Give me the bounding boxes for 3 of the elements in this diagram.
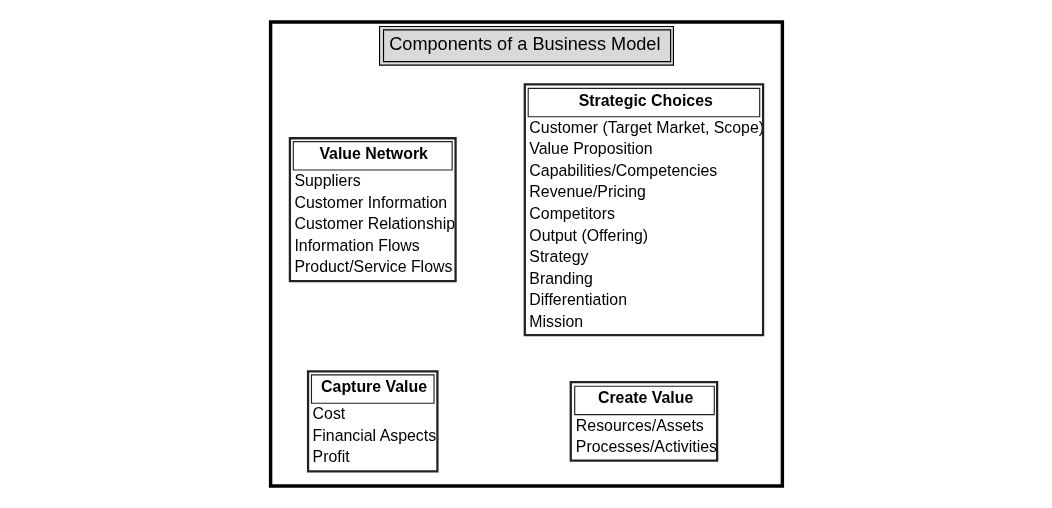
node-box: Value Network Suppliers Customer Information Customer Relationship Information Flows Product/Service Flows (288, 137, 457, 283)
node-box: Strategic Choices Customer (Target Market, Scope) Value Proposition Capabilities/Competencies Revenue/Pricing Competitors Output (Offering) Strategy Branding Differentiation Mission (523, 83, 764, 337)
node-box: Capture Value Cost Financial Aspects Profit (306, 370, 439, 473)
